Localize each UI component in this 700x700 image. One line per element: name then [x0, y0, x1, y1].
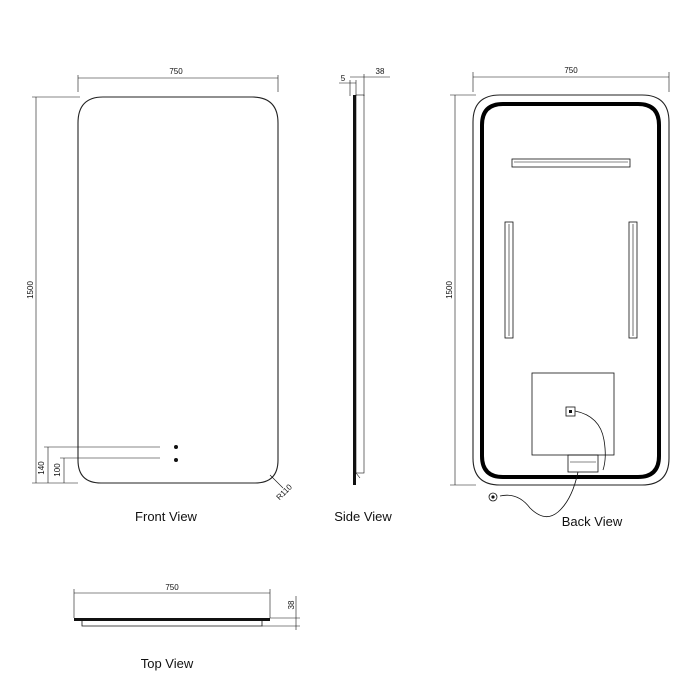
top-width-label: 750	[165, 583, 179, 592]
back-switch	[565, 406, 576, 417]
side-frame-profile	[355, 94, 365, 474]
top-view: 750 38 Top View	[73, 583, 300, 671]
back-led-frame	[480, 102, 661, 479]
top-view-label: Top View	[141, 656, 194, 671]
front-radius-leader	[269, 474, 284, 489]
back-view: 750 1500 Back View	[445, 66, 670, 529]
side-dim-5-label: 5	[341, 74, 346, 83]
back-plug-center	[491, 495, 495, 499]
front-mirror-outline	[77, 96, 279, 484]
back-plug	[488, 492, 498, 502]
front-radius-label: R110	[274, 482, 294, 502]
back-left-bracket	[504, 221, 514, 339]
back-right-bracket	[628, 221, 638, 339]
back-mirror-outline	[472, 94, 670, 486]
side-glass-profile	[353, 95, 356, 485]
side-view: 5 38 Side View	[334, 67, 392, 524]
back-cable-exit	[567, 454, 599, 473]
front-sensor-dot-top	[174, 445, 178, 449]
side-view-label: Side View	[334, 509, 392, 524]
front-100-label: 100	[53, 463, 62, 477]
back-height-label: 1500	[445, 281, 454, 299]
top-frame-profile	[81, 621, 263, 627]
front-height-label: 1500	[26, 281, 35, 299]
front-width-label: 750	[169, 67, 183, 76]
back-power-cable	[499, 471, 579, 517]
top-glass-profile	[74, 618, 270, 621]
back-width-label: 750	[564, 66, 578, 75]
top-depth-label: 38	[287, 600, 296, 609]
back-top-bracket	[511, 158, 631, 168]
front-140-label: 140	[37, 461, 46, 475]
back-view-label: Back View	[562, 514, 623, 529]
front-view: 750 1500 140 100 R110 Front View	[26, 67, 294, 524]
front-sensor-dot-bottom	[174, 458, 178, 462]
side-frame-bevel	[355, 472, 361, 479]
back-switch-inner	[569, 410, 572, 413]
back-switch-cable	[574, 410, 606, 471]
front-view-label: Front View	[135, 509, 198, 524]
side-dim-38-label: 38	[376, 67, 385, 76]
back-driver-box	[531, 372, 615, 456]
